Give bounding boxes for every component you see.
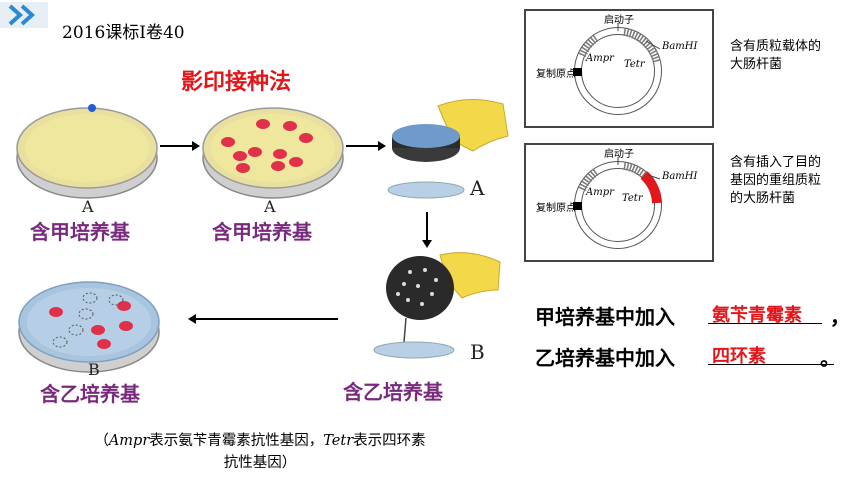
dish-a-colonies (202, 107, 344, 199)
plasmid2-caption: 含有插入了目的 基因的重组质粒 的大肠杆菌 (730, 155, 822, 206)
arrow-left-icon (188, 314, 338, 324)
stamp-b-letter: B (470, 340, 485, 364)
dish-b-letter-b: B (88, 360, 100, 379)
dish-a-plain (16, 104, 158, 199)
dish-a-label: 含甲培养基 (30, 220, 130, 244)
question-1-prefix: 甲培养基中加入 (535, 305, 675, 329)
page-title: 2016课标Ⅰ卷40 (62, 23, 185, 43)
plasmid1-bamhi: BamHⅠ (662, 41, 698, 52)
note-amp: Ampr (108, 433, 150, 449)
plasmid1-ori: 复制原点 (536, 69, 576, 80)
arrow-right-icon (160, 141, 200, 151)
recombinant-plasmid-panel: 启动子 Ampr Tetr BamHⅠ 复制原点 (524, 143, 714, 262)
section-title: 影印接种法 (181, 70, 292, 95)
chevron-icon (0, 2, 48, 28)
plasmid1-tet: Tetr (624, 59, 645, 70)
question-2-suffix: 。 (820, 346, 840, 370)
plasmid1-caption: 含有质粒载体的 大肠杆菌 (730, 39, 822, 72)
question-1-suffix: ， (830, 305, 850, 329)
question-2-answer: 四环素 (712, 346, 766, 367)
stamp-b-label: 含乙培养基 (343, 380, 443, 404)
arrow-down-icon (422, 212, 432, 248)
dish-a2-label: 含甲培养基 (212, 220, 312, 244)
stamp-b-image (373, 252, 501, 359)
plasmid2-bamhi: BamHⅠ (662, 171, 698, 182)
question-1-answer: 氨苄青霉素 (712, 305, 802, 326)
note-tet: Tetr (323, 433, 354, 449)
recombinant-plasmid-diagram (573, 157, 662, 249)
plasmid2-ori: 复制原点 (536, 203, 576, 214)
dish-b-label: 含乙培养基 (40, 382, 140, 406)
arrow-right-icon (346, 141, 386, 151)
dish-b-colonies (18, 281, 160, 373)
plasmid2-tet: Tetr (622, 193, 643, 204)
dish-a-letter: A (82, 197, 94, 216)
stamp-a-letter: A (470, 176, 485, 200)
plasmid2-amp: Ampr (586, 187, 614, 198)
stamp-a-image (387, 98, 509, 199)
plasmid-diagram (573, 23, 662, 115)
question-2-blank (708, 364, 834, 365)
plasmid2-promoter: 启动子 (604, 149, 634, 160)
question-1-blank (708, 323, 822, 324)
footnote: （Ampr表示氨苄青霉素抗性基因，Tetr表示四环素 抗性基因） (94, 433, 426, 471)
dish-a2-letter: A (264, 197, 276, 216)
question-2-prefix: 乙培养基中加入 (535, 346, 675, 370)
plasmid1-amp: Ampr (586, 53, 614, 64)
plasmid-vector-panel: 启动子 Ampr Tetr BamHⅠ 复制原点 (524, 9, 714, 128)
plasmid1-promoter: 启动子 (604, 15, 634, 26)
